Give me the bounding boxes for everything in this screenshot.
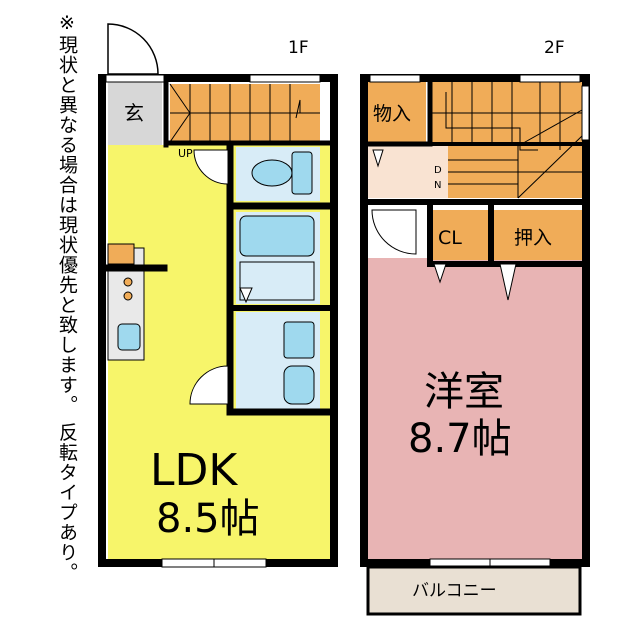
entrance-area bbox=[108, 80, 162, 145]
bathtub bbox=[239, 215, 315, 257]
floor-2f: 2F 物入 D N CL 押入 洋室 8.7帖 バルコニー bbox=[360, 38, 590, 616]
dn-label-d: D bbox=[434, 165, 442, 176]
floor-label-1f: 1F bbox=[288, 38, 309, 58]
interior-doors-1f bbox=[189, 149, 253, 405]
bedroom-size: 8.7帖 bbox=[408, 416, 512, 462]
washbasin bbox=[283, 321, 315, 359]
cl-label: CL bbox=[438, 227, 462, 249]
staircase-2f bbox=[432, 82, 583, 199]
storage-label: 物入 bbox=[373, 103, 411, 125]
windows-2f bbox=[369, 74, 590, 568]
toilet-tank bbox=[291, 151, 313, 195]
entrance-door bbox=[107, 23, 159, 75]
kitchen-counter bbox=[107, 243, 145, 361]
entrance-label: 玄 bbox=[124, 101, 144, 125]
staircase-1f bbox=[169, 83, 320, 143]
ldk-size: 8.5帖 bbox=[156, 496, 260, 542]
bedroom-name: 洋室 bbox=[424, 369, 504, 415]
floor-label-2f: 2F bbox=[544, 38, 565, 58]
closet-label: 押入 bbox=[514, 227, 552, 249]
closet-oshiire bbox=[494, 210, 582, 260]
storage-room bbox=[368, 80, 426, 142]
balcony-label: バルコニー bbox=[412, 581, 497, 601]
up-label: UP bbox=[178, 147, 193, 160]
floor-1f: 1F 玄 UP LDK 8.5帖 bbox=[98, 23, 338, 568]
bedroom bbox=[368, 258, 584, 560]
ldk-name: LDK bbox=[150, 445, 238, 496]
washing-machine bbox=[283, 365, 315, 405]
disclaimer-note: ※現状と異なる場合は現状優先と致します。 反転タイプあり。 bbox=[56, 12, 78, 583]
toilet-bowl bbox=[251, 159, 293, 187]
balcony bbox=[366, 565, 582, 616]
interior-doors-2f bbox=[371, 149, 517, 301]
closet-cl bbox=[432, 210, 488, 260]
dn-label-n: N bbox=[434, 180, 441, 191]
windows-1f bbox=[105, 74, 321, 568]
